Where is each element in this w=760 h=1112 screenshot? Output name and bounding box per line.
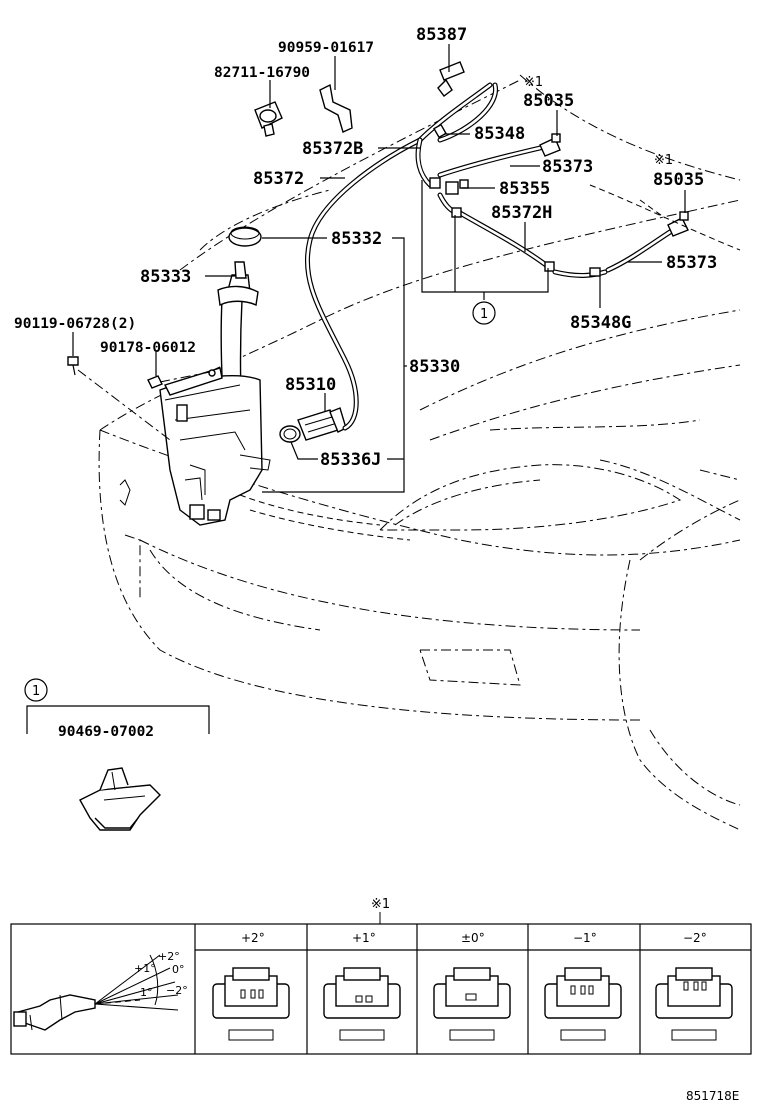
label-85373-upper: 85373 — [542, 157, 593, 177]
label-85373-lower: 85373 — [666, 253, 717, 273]
col-header-zero: ±0° — [461, 931, 485, 945]
nut-icon — [147, 371, 211, 389]
part-labels: 85387 90959-01617 82711-16790 ※1 85035 8… — [14, 25, 717, 470]
clamp-82711 — [254, 101, 283, 137]
label-85333: 85333 — [140, 267, 191, 287]
label-85035-right: 85035 — [653, 170, 704, 190]
label-85372H: 85372H — [491, 203, 552, 223]
clip-90469-icon — [79, 767, 161, 831]
nozzle-85035-right — [667, 211, 689, 237]
figure-id: 851718E — [686, 1089, 739, 1103]
label-90119-06728: 90119-06728(2) — [14, 316, 136, 332]
tank-cap — [228, 227, 262, 247]
label-85355: 85355 — [499, 179, 550, 199]
col-header-minus1: −1° — [573, 931, 597, 945]
nozzle-view-plus2 — [212, 967, 290, 1041]
svg-text:1: 1 — [32, 684, 40, 699]
label-85348G: 85348G — [570, 313, 631, 333]
label-85372: 85372 — [253, 169, 304, 189]
clip-90959 — [319, 83, 353, 133]
label-85372B: 85372B — [302, 139, 363, 159]
callout-circle-1: 1 — [472, 301, 496, 325]
col-header-minus2: −2° — [683, 931, 707, 945]
nozzle-view-minus2 — [655, 967, 733, 1041]
label-85330: 85330 — [409, 357, 460, 377]
label-85387: 85387 — [416, 25, 467, 45]
label-82711-16790: 82711-16790 — [214, 65, 310, 81]
label-85336J: 85336J — [320, 450, 381, 470]
bolt-icon — [67, 356, 171, 441]
nozzle-angle-illustration: +2° +1° 0° 1° −2° — [13, 950, 188, 1031]
label-90469-07002: 90469-07002 — [58, 724, 154, 740]
svg-text:−2°: −2° — [166, 984, 188, 997]
connector-85348 — [433, 123, 447, 139]
nozzle-85035-left — [539, 133, 561, 157]
label-90178-06012: 90178-06012 — [100, 340, 196, 356]
nozzle-view-minus1 — [544, 967, 622, 1041]
table-mark-1: ※1 — [371, 897, 390, 912]
car-body-outline — [98, 74, 741, 831]
nozzle-view-plus1 — [323, 967, 401, 1041]
label-85310: 85310 — [285, 375, 336, 395]
label-85348: 85348 — [474, 124, 525, 144]
svg-text:1°: 1° — [140, 986, 153, 999]
label-85332: 85332 — [331, 229, 382, 249]
col-header-plus1: +1° — [352, 931, 376, 945]
clip-85387 — [437, 61, 465, 97]
sub-assembly-1: 1 90469-07002 — [24, 678, 210, 831]
mark-1-left: ※1 — [524, 75, 543, 90]
washer-pump — [279, 407, 347, 443]
mark-1-right: ※1 — [654, 153, 673, 168]
washer-tank — [159, 261, 271, 526]
col-header-plus2: +2° — [241, 931, 265, 945]
svg-text:0°: 0° — [172, 963, 185, 976]
leader-lines — [72, 44, 686, 493]
label-90959-01617: 90959-01617 — [278, 40, 374, 56]
nozzle-view-zero — [433, 967, 511, 1041]
label-85035-left: 85035 — [523, 91, 574, 111]
svg-text:+1°: +1° — [134, 962, 156, 975]
svg-text:+2°: +2° — [158, 950, 180, 963]
angle-table: ※1 +2° +1° ±0° −1° −2° +2° +1° 0° — [10, 897, 752, 1055]
joint-85355 — [429, 177, 469, 195]
svg-text:1: 1 — [480, 307, 488, 322]
